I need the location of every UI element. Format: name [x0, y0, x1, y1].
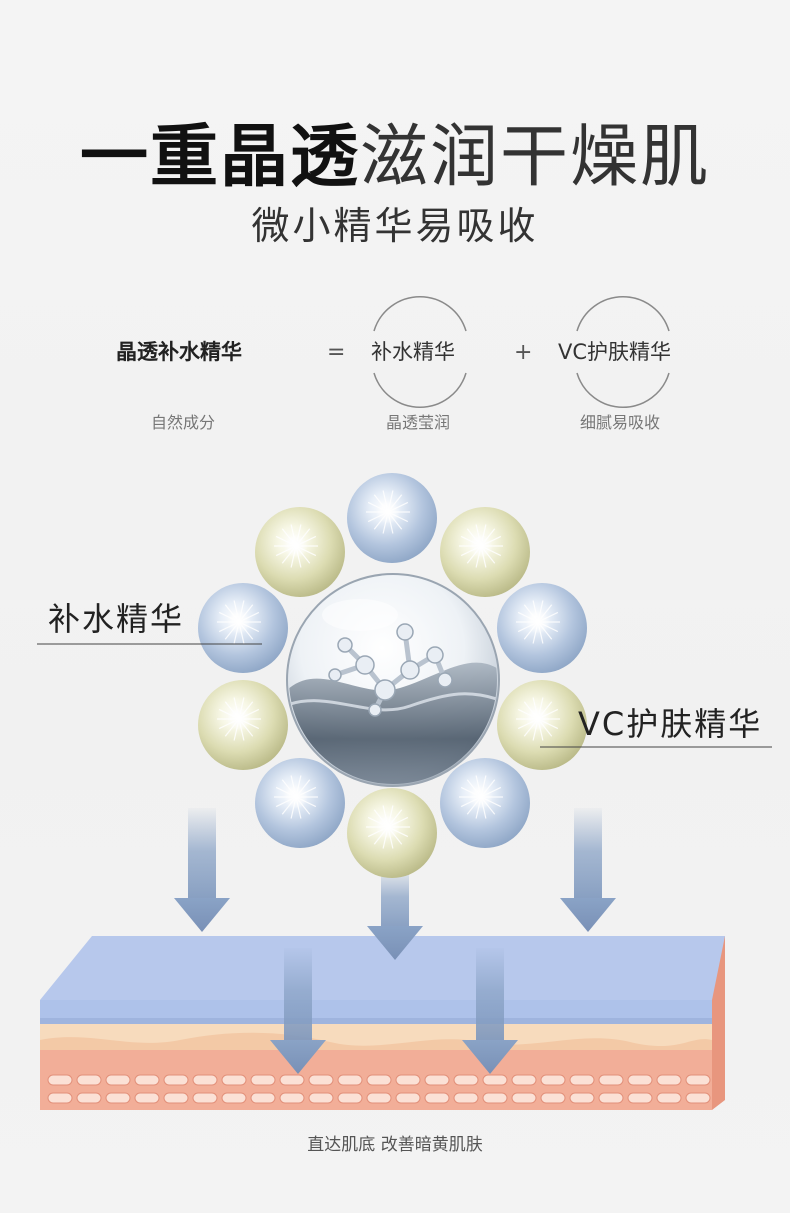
equals-sign: =	[327, 340, 346, 365]
pearl-gold	[497, 680, 587, 770]
skin-cell	[308, 1074, 334, 1086]
pearl-blue	[440, 758, 530, 848]
skin-cell	[656, 1074, 682, 1086]
skin-cell	[685, 1092, 711, 1104]
pearl-blue	[255, 758, 345, 848]
pearl-blue	[347, 473, 437, 563]
skin-cell	[627, 1092, 653, 1104]
skin-cell	[540, 1092, 566, 1104]
center-sphere	[286, 573, 500, 787]
skin-cell	[685, 1074, 711, 1086]
skin-cell	[221, 1092, 247, 1104]
skin-cell	[105, 1074, 131, 1086]
skin-cell	[598, 1074, 624, 1086]
skin-cell	[453, 1092, 479, 1104]
skin-cell	[250, 1092, 276, 1104]
skin-cell	[569, 1092, 595, 1104]
skin-cell	[366, 1092, 392, 1104]
skin-cell	[395, 1074, 421, 1086]
title-light: 滋润干燥肌	[360, 118, 711, 197]
skin-cell	[627, 1074, 653, 1086]
skin-cell	[366, 1074, 392, 1086]
callout-left-label: 补水精华	[48, 600, 185, 638]
pearl-gold	[440, 507, 530, 597]
skin-cell	[192, 1092, 218, 1104]
page-title: 一重晶透滋润干燥肌	[0, 118, 790, 198]
skin-cell	[134, 1074, 160, 1086]
arrow-right	[560, 808, 616, 932]
pearl-blue	[497, 583, 587, 673]
arrow-left	[174, 808, 230, 932]
skin-cell	[395, 1092, 421, 1104]
plus-sign: +	[514, 340, 533, 365]
skin-cell	[279, 1092, 305, 1104]
skin-top-layer-shadow	[40, 1018, 712, 1024]
skin-cell	[76, 1092, 102, 1104]
formula-left-label: 晶透补水精华	[116, 340, 242, 364]
skin-top-face	[40, 936, 725, 1000]
skin-cell	[598, 1092, 624, 1104]
arrow-skin-right	[462, 948, 518, 1074]
formula-arc-rings	[373, 295, 670, 409]
arrow-skin-left	[270, 948, 326, 1074]
formula-middle-sub: 晶透莹润	[386, 413, 451, 432]
callout-right-label: VC护肤精华	[578, 705, 763, 743]
skin-middle-wave	[40, 1032, 712, 1050]
right-arc-top	[576, 295, 670, 332]
pearl-gold	[347, 788, 437, 878]
skin-cell	[569, 1074, 595, 1086]
skin-cell	[511, 1092, 537, 1104]
skin-cell	[656, 1092, 682, 1104]
skin-cell	[540, 1074, 566, 1086]
skin-cell	[163, 1092, 189, 1104]
bottom-caption: 直达肌底 改善暗黄肌肤	[307, 1135, 483, 1155]
molecule-atoms	[328, 623, 453, 717]
absorption-arrows	[174, 808, 616, 1074]
skin-cell	[47, 1074, 73, 1086]
skin-layers	[40, 936, 725, 1110]
skin-cell	[337, 1092, 363, 1104]
title-bold: 一重晶透	[79, 118, 360, 197]
formula-right-sub: 细腻易吸收	[580, 413, 661, 432]
arrow-center	[367, 868, 423, 960]
skin-cell	[482, 1092, 508, 1104]
formula-left-sub: 自然成分	[151, 413, 216, 432]
essence-pearls	[198, 473, 587, 878]
skin-cell-pattern	[47, 1074, 711, 1104]
skin-cell	[424, 1092, 450, 1104]
pearl-gold	[198, 680, 288, 770]
skin-cell	[192, 1074, 218, 1086]
skin-cell	[221, 1074, 247, 1086]
middle-arc-bottom	[373, 372, 467, 409]
pearl-gold	[255, 507, 345, 597]
skin-cell	[337, 1074, 363, 1086]
skin-cell	[47, 1092, 73, 1104]
skin-cell	[279, 1074, 305, 1086]
skin-cell	[511, 1074, 537, 1086]
skin-cell	[76, 1074, 102, 1086]
right-arc-bottom	[576, 372, 670, 409]
absorption-diagram	[37, 473, 772, 1110]
pearl-blue	[198, 583, 288, 673]
skin-cell	[482, 1074, 508, 1086]
skin-cell	[308, 1092, 334, 1104]
skin-cell	[134, 1092, 160, 1104]
skin-cell	[163, 1074, 189, 1086]
middle-arc-top	[373, 295, 467, 332]
formula-right-label: VC护肤精华	[558, 340, 672, 364]
skin-cell	[105, 1092, 131, 1104]
page-subtitle: 微小精华易吸收	[251, 204, 539, 248]
formula-middle-label: 补水精华	[371, 340, 455, 364]
skin-cell	[453, 1074, 479, 1086]
skin-cell	[424, 1074, 450, 1086]
skin-cell	[250, 1074, 276, 1086]
